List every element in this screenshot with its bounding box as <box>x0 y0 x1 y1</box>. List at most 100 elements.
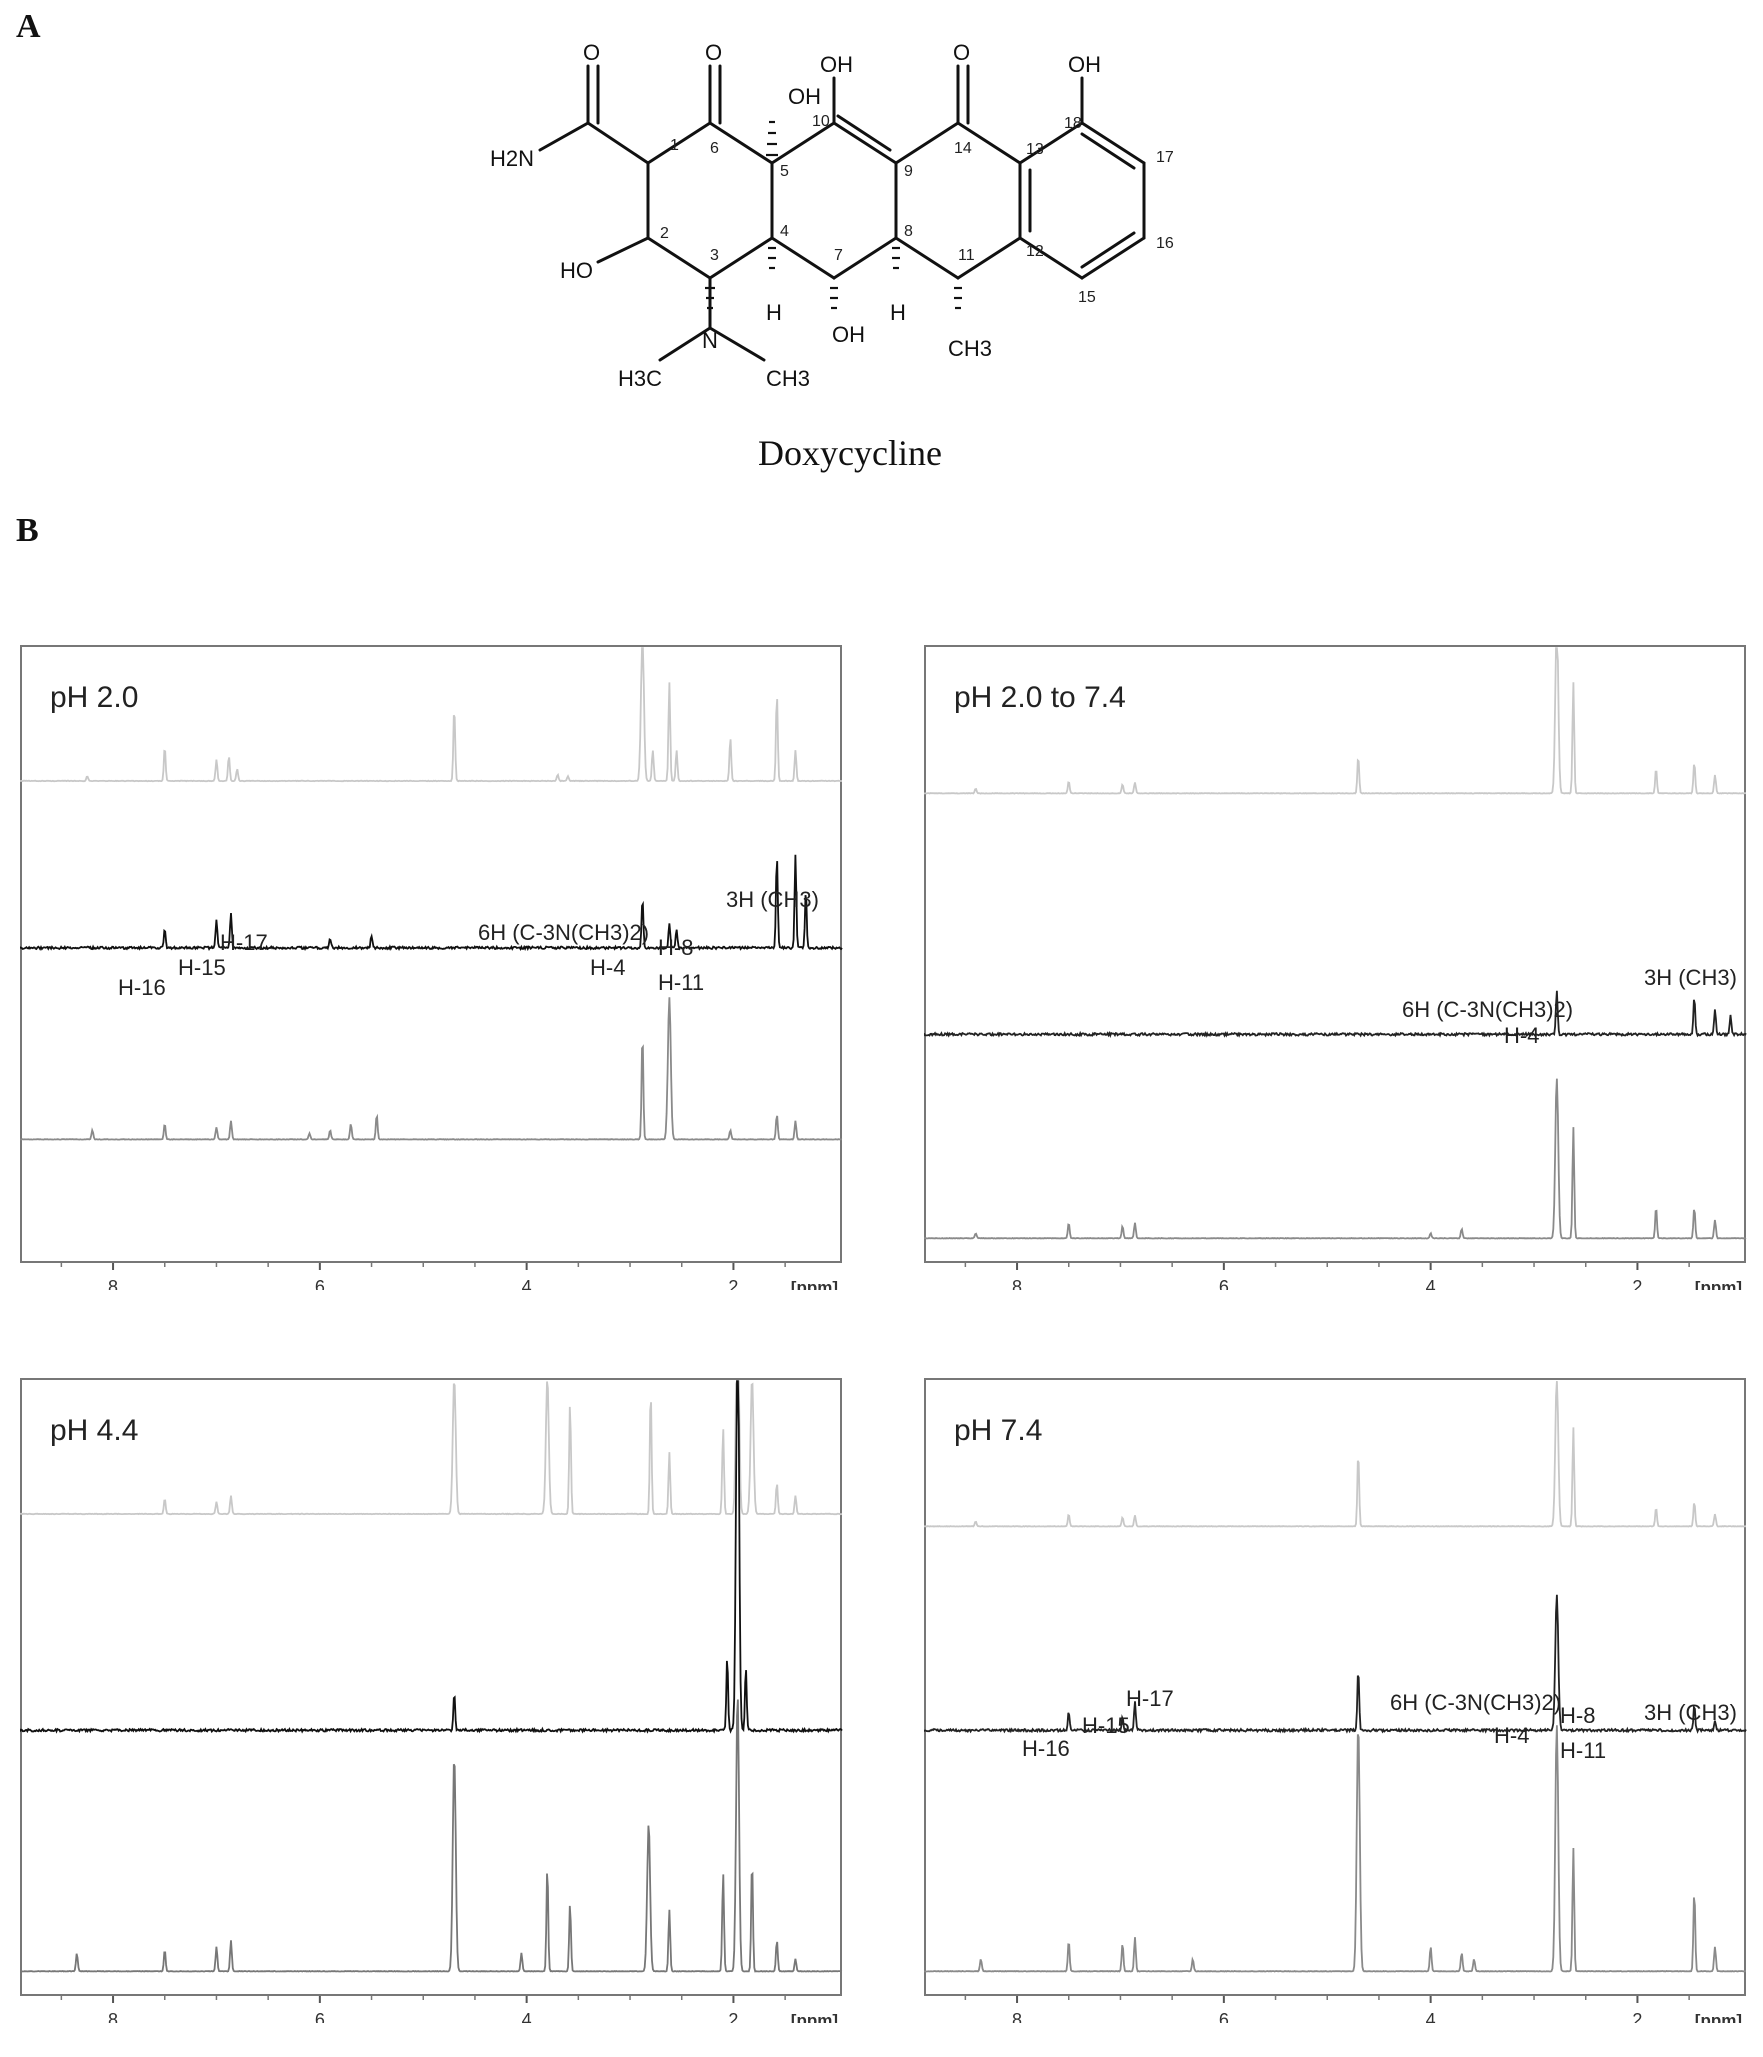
atom-number: 4 <box>780 223 789 240</box>
atom-number: 9 <box>904 163 913 180</box>
x-tick-label: 2 <box>728 2010 738 2023</box>
structure-label: HO <box>560 258 593 283</box>
peak-annotation: H-8 <box>1560 1703 1595 1728</box>
x-tick-label: 6 <box>315 1277 325 1290</box>
atom-number: 8 <box>904 223 913 240</box>
plot-frame <box>924 645 1746 1263</box>
x-tick-label: 6 <box>315 2010 325 2023</box>
plot-frame <box>20 645 842 1263</box>
x-unit-label: [ppm] <box>1695 2011 1742 2023</box>
structure-label: CH3 <box>948 336 992 361</box>
doxycycline-structure: O O OH OH O OH H2N OH HO N H3C CH3 H H C… <box>490 40 1174 391</box>
panel-title: pH 2.0 <box>50 681 138 714</box>
atom-number: 17 <box>1156 149 1174 166</box>
x-tick-label: 8 <box>1012 2010 1022 2023</box>
structure-label: O <box>583 40 600 65</box>
peak-annotation: H-15 <box>178 955 226 980</box>
x-tick-label: 2 <box>1632 2010 1642 2023</box>
peak-annotation: H-11 <box>1560 1738 1606 1763</box>
panel-title: pH 4.4 <box>50 1414 138 1447</box>
structure-label: CH3 <box>766 366 810 391</box>
x-tick-label: 4 <box>1426 2010 1436 2023</box>
peak-annotation: 6H (C-3N(CH3)2) <box>478 920 649 945</box>
spectrum-trace <box>20 647 842 783</box>
spectrum-trace <box>924 990 1747 1039</box>
atom-number: 13 <box>1026 141 1044 158</box>
spectrum-trace <box>924 1594 1747 1734</box>
x-unit-label: [ppm] <box>1695 1278 1742 1290</box>
atom-number: 5 <box>780 163 789 180</box>
structure-label: H2N <box>490 146 534 171</box>
compound-name: Doxycycline <box>758 433 942 473</box>
atom-number: 7 <box>834 247 843 264</box>
atom-number: 2 <box>660 225 669 242</box>
x-unit-label: [ppm] <box>791 1278 838 1290</box>
peak-annotation: 3H (CH3) <box>1644 965 1737 990</box>
atom-number: 1 <box>670 137 679 154</box>
spectrum-trace <box>20 1380 843 1734</box>
spectrum-trace <box>20 997 843 1141</box>
plot-frame <box>20 1378 842 1996</box>
structure-label: OH <box>832 322 865 347</box>
structure-label: H <box>766 300 782 325</box>
peak-annotation: H-4 <box>1504 1023 1539 1048</box>
structure-label: OH <box>1068 52 1101 77</box>
panel-b-letter: B <box>16 512 39 549</box>
peak-annotation: 3H (CH3) <box>726 887 819 912</box>
atom-number: 18 <box>1064 115 1082 132</box>
x-tick-label: 8 <box>108 1277 118 1290</box>
atom-number: 3 <box>710 247 719 264</box>
structure-label: O <box>705 40 722 65</box>
structure-label: N <box>702 328 718 353</box>
peak-annotation: H-17 <box>220 930 268 955</box>
peak-annotation: H-8 <box>658 935 693 960</box>
atom-number: 15 <box>1078 289 1096 306</box>
x-tick-label: 8 <box>1012 1277 1022 1290</box>
peak-annotation: 6H (C-3N(CH3)2) <box>1390 1690 1561 1715</box>
peak-annotation: H-4 <box>590 955 625 980</box>
x-tick-label: 4 <box>522 2010 532 2023</box>
structure-label: H3C <box>618 366 662 391</box>
atom-number: 12 <box>1026 243 1044 260</box>
nmr-panel-ph-2-0: pH 2.0 8 6 4 2 [ppm] H-16 H-15H-17 6H (C-3N(CH3)… <box>20 645 843 1290</box>
atom-number: 10 <box>812 113 830 130</box>
structure-label: OH <box>788 84 821 109</box>
x-unit-label: [ppm] <box>791 2011 838 2023</box>
atom-number: 16 <box>1156 235 1174 252</box>
x-tick-label: 6 <box>1219 2010 1229 2023</box>
peak-annotation: 6H (C-3N(CH3)2) <box>1402 997 1573 1022</box>
nmr-panel-ph-7-4: pH 7.4 8 6 4 2 [ppm] H-16 H-15H-17 6H (C-3N(CH3)… <box>924 1378 1747 2023</box>
spectrum-trace <box>924 1725 1746 1973</box>
peak-annotation: H-4 <box>1494 1723 1529 1748</box>
atom-number: 14 <box>954 140 972 157</box>
structure-label: O <box>953 40 970 65</box>
panel-a-letter: A <box>16 8 41 45</box>
peak-annotation: 3H (CH3) <box>1644 1700 1737 1725</box>
x-tick-label: 4 <box>522 1277 532 1290</box>
x-tick-label: 8 <box>108 2010 118 2023</box>
nmr-panel-ph-4-4: pH 4.4 8 6 4 2 [ppm] <box>20 1378 843 2023</box>
spectrum-trace <box>924 1078 1747 1240</box>
peak-annotation: H-11 <box>658 970 704 995</box>
x-tick-label: 2 <box>728 1277 738 1290</box>
x-tick-label: 4 <box>1426 1277 1436 1290</box>
plot-frame <box>924 1378 1746 1996</box>
panel-title: pH 7.4 <box>954 1414 1042 1447</box>
peak-annotation: H-16 <box>118 975 166 1000</box>
structure-label: H <box>890 300 906 325</box>
peak-annotation: H-16 <box>1022 1736 1070 1761</box>
nmr-panel-ph-2-0-to-7-4: pH 2.0 to 7.4 8 6 4 2 [ppm] 6H (C-3N(CH3)2)H-4… <box>924 645 1747 1290</box>
x-tick-label: 6 <box>1219 1277 1229 1290</box>
spectrum-trace <box>20 1380 843 1516</box>
peak-annotation: H-15 <box>1082 1713 1130 1738</box>
peak-annotation: H-17 <box>1126 1686 1174 1711</box>
x-tick-label: 2 <box>1632 1277 1642 1290</box>
spectrum-trace <box>20 1699 843 1973</box>
spectrum-trace <box>924 647 1747 795</box>
atom-number: 11 <box>958 247 975 264</box>
spectrum-trace <box>924 1381 1747 1528</box>
atom-number: 6 <box>710 140 719 157</box>
panel-title: pH 2.0 to 7.4 <box>954 681 1126 714</box>
spectrum-trace <box>20 854 843 952</box>
structure-label: OH <box>820 52 853 77</box>
